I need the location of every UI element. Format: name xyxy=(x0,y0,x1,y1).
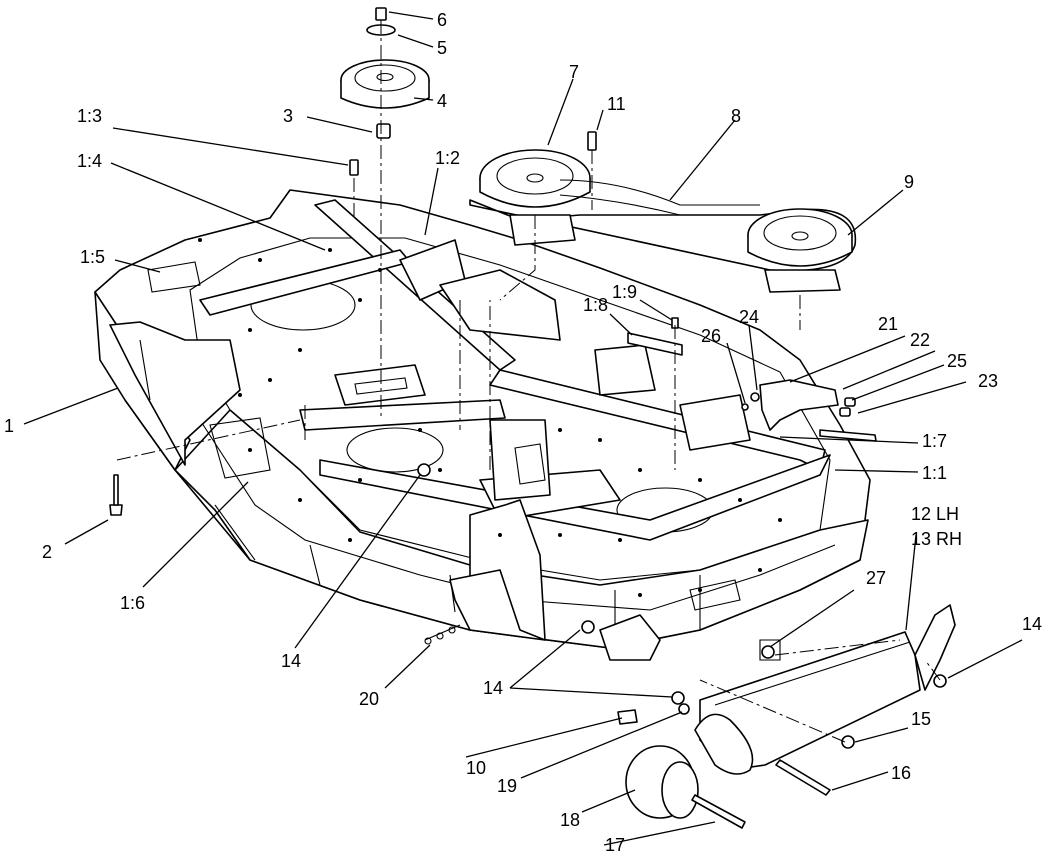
centerlines xyxy=(116,20,941,743)
callout-22: 22 xyxy=(910,330,930,350)
callout-5: 5 xyxy=(437,38,447,58)
callout-26: 26 xyxy=(701,326,721,346)
callout-1-1: 1:1 xyxy=(922,463,947,483)
callout-1: 1 xyxy=(4,416,14,436)
callout-14-deck: 14 xyxy=(281,651,301,671)
callout-10: 10 xyxy=(466,758,486,778)
callout-11: 11 xyxy=(607,94,626,114)
callout-12: 12 LH xyxy=(911,504,959,524)
callout-7: 7 xyxy=(569,62,579,82)
callout-6: 6 xyxy=(437,10,447,30)
leader-lines xyxy=(23,11,1023,846)
callout-23: 23 xyxy=(978,371,998,391)
callout-20: 20 xyxy=(359,689,379,709)
callout-labels: 1 2 3 4 5 6 7 8 9 10 11 12 LH 13 RH 14 1… xyxy=(4,10,1042,855)
callout-18: 18 xyxy=(560,810,580,830)
callout-8: 8 xyxy=(731,106,741,126)
callout-27: 27 xyxy=(866,568,886,588)
callout-24: 24 xyxy=(739,307,759,327)
callout-9: 9 xyxy=(904,172,914,192)
callout-17: 17 xyxy=(605,835,625,855)
callout-1-5: 1:5 xyxy=(80,247,105,267)
callout-16: 16 xyxy=(891,763,911,783)
callout-14-right: 14 xyxy=(1022,614,1042,634)
callout-3: 3 xyxy=(283,106,293,126)
center-pulley-stack xyxy=(340,7,430,176)
callout-2: 2 xyxy=(42,542,52,562)
callout-21: 21 xyxy=(878,314,898,334)
callout-1-8: 1:8 xyxy=(583,295,608,315)
deck-assembly xyxy=(94,189,871,661)
callout-1-4: 1:4 xyxy=(77,151,102,171)
callout-19: 19 xyxy=(497,776,517,796)
callout-13: 13 RH xyxy=(911,529,962,549)
belt-drive xyxy=(469,131,857,293)
callout-25: 25 xyxy=(947,351,967,371)
callout-1-6: 1:6 xyxy=(120,593,145,613)
hardware-parts xyxy=(109,317,956,829)
callout-15: 15 xyxy=(911,709,931,729)
callout-14-front: 14 xyxy=(483,678,503,698)
callout-4: 4 xyxy=(437,91,447,111)
callout-1-7: 1:7 xyxy=(922,431,947,451)
callout-1-9: 1:9 xyxy=(612,282,637,302)
callout-1-2: 1:2 xyxy=(435,148,460,168)
callout-1-3: 1:3 xyxy=(77,106,102,126)
